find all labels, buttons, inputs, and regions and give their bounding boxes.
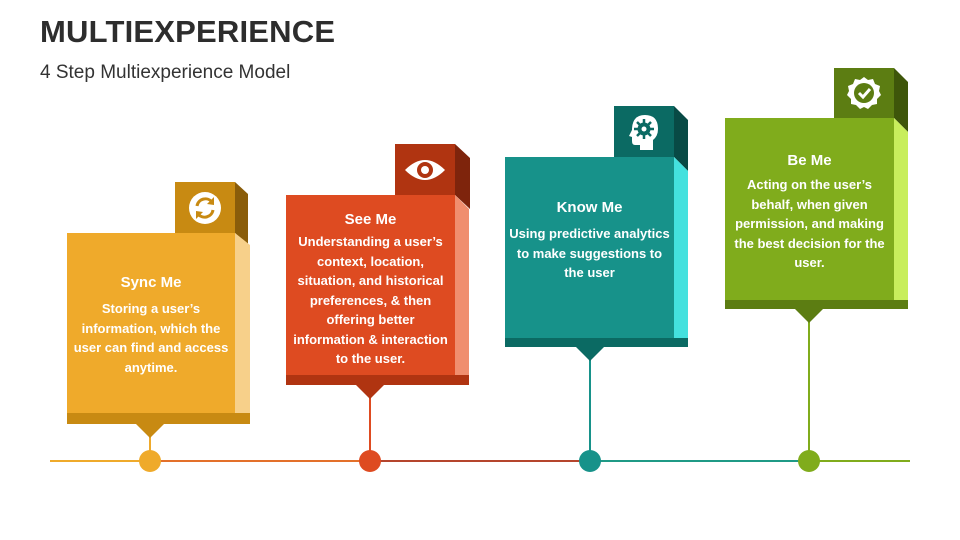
eye-icon	[395, 144, 455, 195]
timeline-node-2	[359, 450, 381, 472]
step-card-sync-me: Sync Me Storing a user’s information, wh…	[72, 274, 230, 377]
step-description: Acting on the user’s behalf, when given …	[734, 177, 885, 270]
timeline-node-3	[579, 450, 601, 472]
step-card-be-me: Be Me Acting on the user’s behalf, when …	[729, 152, 890, 273]
timeline-node-1	[139, 450, 161, 472]
step-heading: See Me	[344, 211, 397, 228]
step-heading: Be Me	[787, 152, 832, 169]
checkmark-badge-icon	[834, 68, 894, 118]
sync-icon	[175, 182, 235, 233]
timeline-node-4	[798, 450, 820, 472]
step-description: Understanding a user’s context, location…	[293, 234, 448, 366]
head-gear-icon	[614, 106, 674, 157]
page-title: MULTIEXPERIENCE	[40, 14, 336, 49]
step-description: Storing a user’s information, which the …	[73, 301, 229, 375]
step-card-see-me: See Me Understanding a user’s context, l…	[290, 211, 451, 369]
page-subtitle: 4 Step Multiexperience Model	[40, 62, 291, 83]
step-heading: Know Me	[556, 199, 623, 216]
step-card-know-me: Know Me Using predictive analytics to ma…	[509, 199, 670, 283]
step-description: Using predictive analytics to make sugge…	[509, 226, 670, 280]
step-heading: Sync Me	[120, 274, 182, 291]
